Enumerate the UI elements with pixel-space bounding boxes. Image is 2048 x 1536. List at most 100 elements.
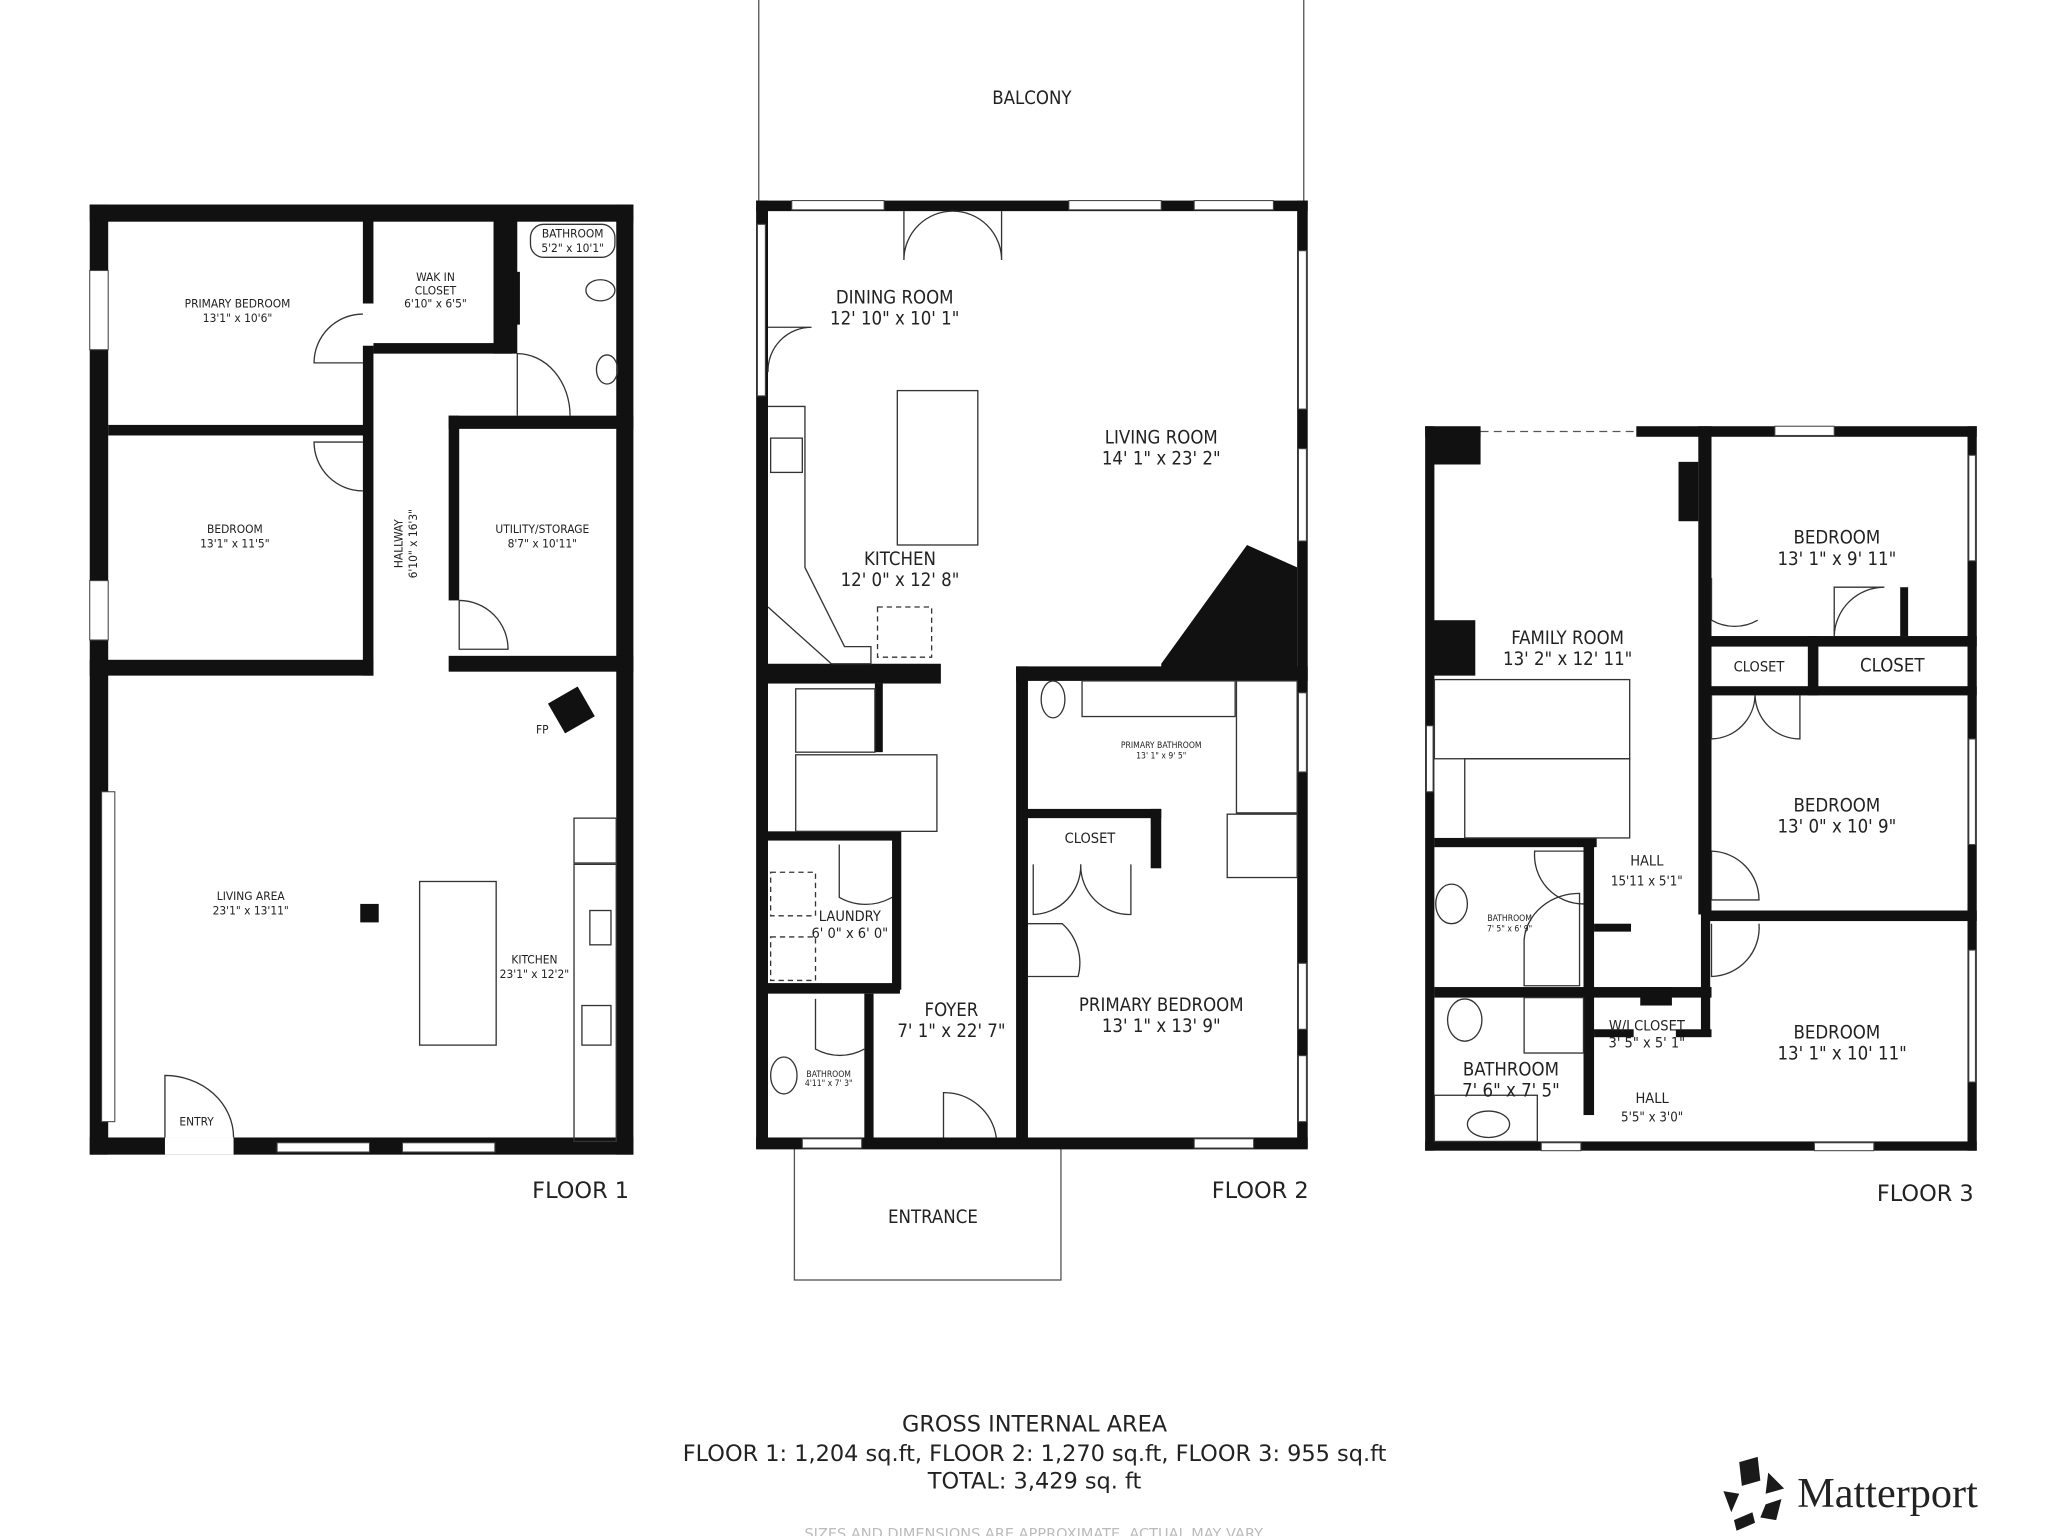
wall	[768, 831, 900, 841]
door[interactable]	[164, 1074, 235, 1138]
room-dims: 8'7" x 10'11"	[508, 537, 577, 551]
wall	[89, 659, 374, 676]
door[interactable]	[942, 1091, 997, 1138]
door[interactable]	[767, 326, 812, 373]
disclaimer: SIZES AND DIMENSIONS ARE APPROXIMATE, AC…	[804, 1527, 1264, 1536]
window	[1297, 962, 1307, 1030]
entry-door-gap	[164, 1137, 234, 1155]
door[interactable]	[1710, 577, 1759, 627]
washer	[769, 871, 817, 917]
wall	[493, 211, 518, 354]
kitchen-island	[896, 389, 979, 546]
room-dims: 13' 2" x 12' 11"	[1503, 649, 1632, 670]
balcony-label: BALCONY	[992, 88, 1072, 109]
room-name: PRIMARY BEDROOM	[185, 296, 291, 310]
door[interactable]	[838, 844, 893, 906]
sink	[595, 354, 619, 385]
room-dims: 14' 1" x 23' 2"	[1102, 448, 1221, 469]
door[interactable]	[1032, 864, 1132, 916]
fireplace	[547, 686, 595, 734]
door[interactable]	[1710, 923, 1760, 978]
room-name: WAK IN	[416, 270, 455, 284]
room-name: W/I CLOSET	[1609, 1019, 1686, 1035]
fridge	[876, 606, 933, 658]
door[interactable]	[313, 313, 363, 364]
door[interactable]	[1833, 586, 1885, 637]
wall	[512, 271, 520, 325]
door[interactable]	[458, 599, 509, 650]
room-name: FOYER	[925, 1000, 979, 1021]
wall	[1675, 1029, 1712, 1038]
window	[1068, 200, 1162, 211]
window	[1297, 692, 1307, 773]
door[interactable]	[1027, 923, 1081, 978]
stove	[581, 1004, 612, 1046]
room-dims: 6'10" x 16'3"	[406, 509, 420, 578]
window	[1968, 949, 1976, 1083]
room-name: CLOSET	[1065, 831, 1117, 847]
room-dims: 23'1" x 12'2"	[500, 967, 569, 981]
room-dims: 13'1" x 11'5"	[200, 537, 269, 551]
wall	[448, 415, 460, 601]
room-name: BATHROOM	[1463, 1059, 1559, 1080]
shower	[1523, 996, 1585, 1054]
room-name: KITCHEN	[864, 549, 936, 570]
logo-text: Matterport	[1797, 1470, 1978, 1517]
stairs	[1433, 678, 1631, 760]
vanity	[1433, 1094, 1538, 1143]
door[interactable]	[1533, 850, 1584, 905]
room-name: LIVING AREA	[217, 889, 286, 903]
area-total: TOTAL: 3,429 sq. ft	[927, 1468, 1142, 1494]
window	[1425, 725, 1434, 793]
wall	[756, 200, 1308, 212]
wall	[1702, 910, 1977, 922]
floor-label: FLOOR 2	[1212, 1178, 1309, 1204]
room-name: KITCHEN	[511, 952, 557, 966]
room-dims: 13' 1" x 13' 9"	[1102, 1016, 1221, 1037]
door[interactable]	[903, 210, 1003, 260]
door[interactable]	[1710, 695, 1801, 740]
door[interactable]	[1710, 850, 1760, 901]
room-name: CLOSET	[1860, 656, 1925, 677]
area-title: GROSS INTERNAL AREA	[902, 1412, 1168, 1438]
matterport-logo-icon	[1723, 1456, 1785, 1531]
wall	[108, 424, 373, 436]
toilet	[585, 279, 616, 302]
dryer	[769, 936, 817, 982]
kitchen-island	[418, 880, 497, 1046]
sink	[1466, 1110, 1511, 1139]
door[interactable]	[313, 441, 363, 492]
room-name: BATHROOM	[542, 227, 604, 241]
window	[401, 1142, 496, 1153]
room-dims: 3' 5" x 5' 1"	[1609, 1036, 1686, 1052]
shower	[1226, 813, 1298, 879]
room-dims: 13' 0" x 10' 9"	[1777, 817, 1896, 838]
wall	[1026, 808, 1162, 819]
window	[89, 269, 109, 351]
window	[1297, 250, 1307, 410]
entry-label: ENTRY	[179, 1115, 214, 1129]
room-dims: 13' 1" x 9' 11"	[1777, 549, 1896, 570]
wall	[448, 415, 634, 429]
wall	[1807, 636, 1819, 696]
wall	[756, 200, 768, 1149]
door[interactable]	[516, 352, 571, 416]
floor-3-plan: FAMILY ROOM 13' 2" x 12' 11" BEDROOM 13'…	[1425, 425, 1977, 1207]
room-dims: 12' 0" x 12' 8"	[841, 570, 960, 591]
room-dims: 7' 5" x 6' 9"	[1487, 925, 1532, 935]
kitchen-counter	[573, 863, 617, 1143]
bathtub	[529, 223, 616, 258]
wall	[1425, 1141, 1977, 1151]
wall	[1594, 923, 1632, 932]
room-dims: 7' 1" x 22' 7"	[897, 1021, 1005, 1042]
door[interactable]	[814, 998, 865, 1056]
wall	[1431, 620, 1476, 676]
column	[360, 903, 379, 923]
floor-label: FLOOR 3	[1877, 1181, 1974, 1207]
wall	[1150, 808, 1162, 869]
room-dims: 5'5" x 3'0"	[1621, 1111, 1683, 1126]
wall	[1594, 1029, 1634, 1038]
wall	[1640, 987, 1672, 1006]
diagonal-wall[interactable]	[1161, 544, 1298, 676]
